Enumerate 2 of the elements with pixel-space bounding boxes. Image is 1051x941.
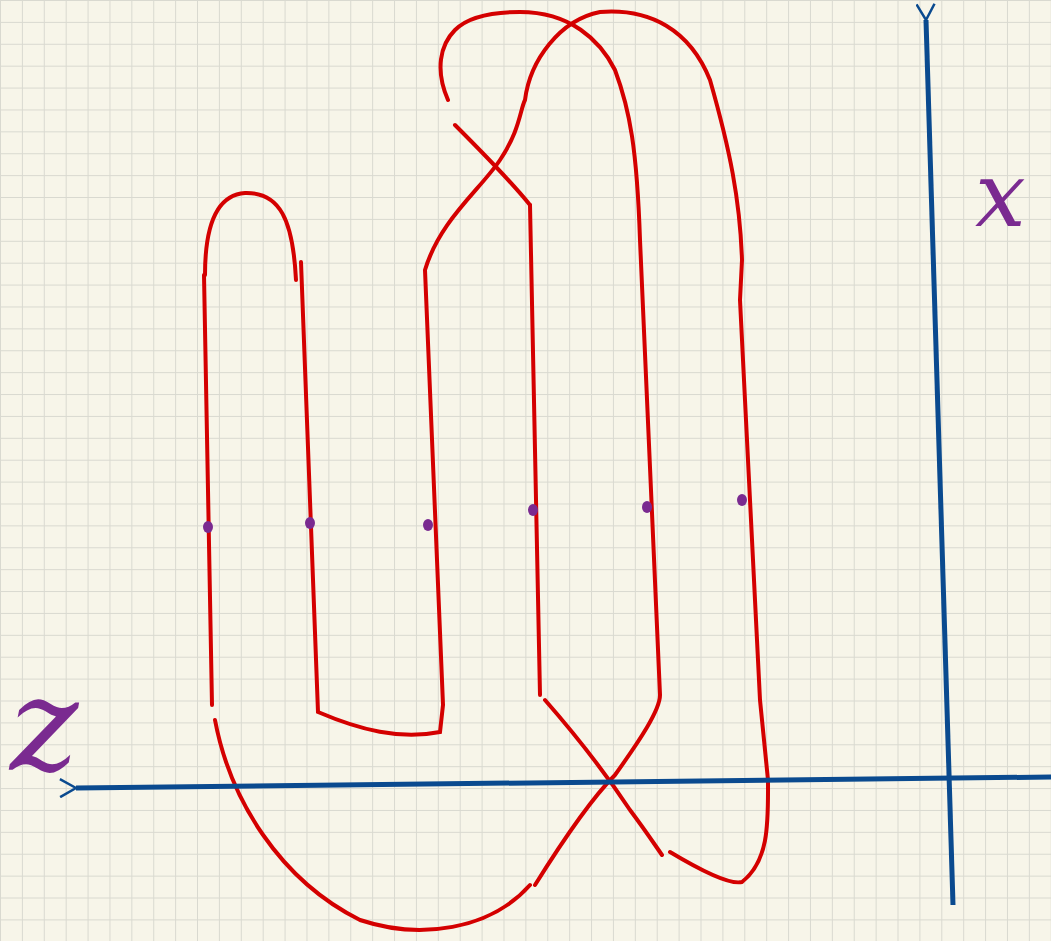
axis-label: z (10, 660, 79, 790)
axis-label: x (975, 150, 1026, 240)
